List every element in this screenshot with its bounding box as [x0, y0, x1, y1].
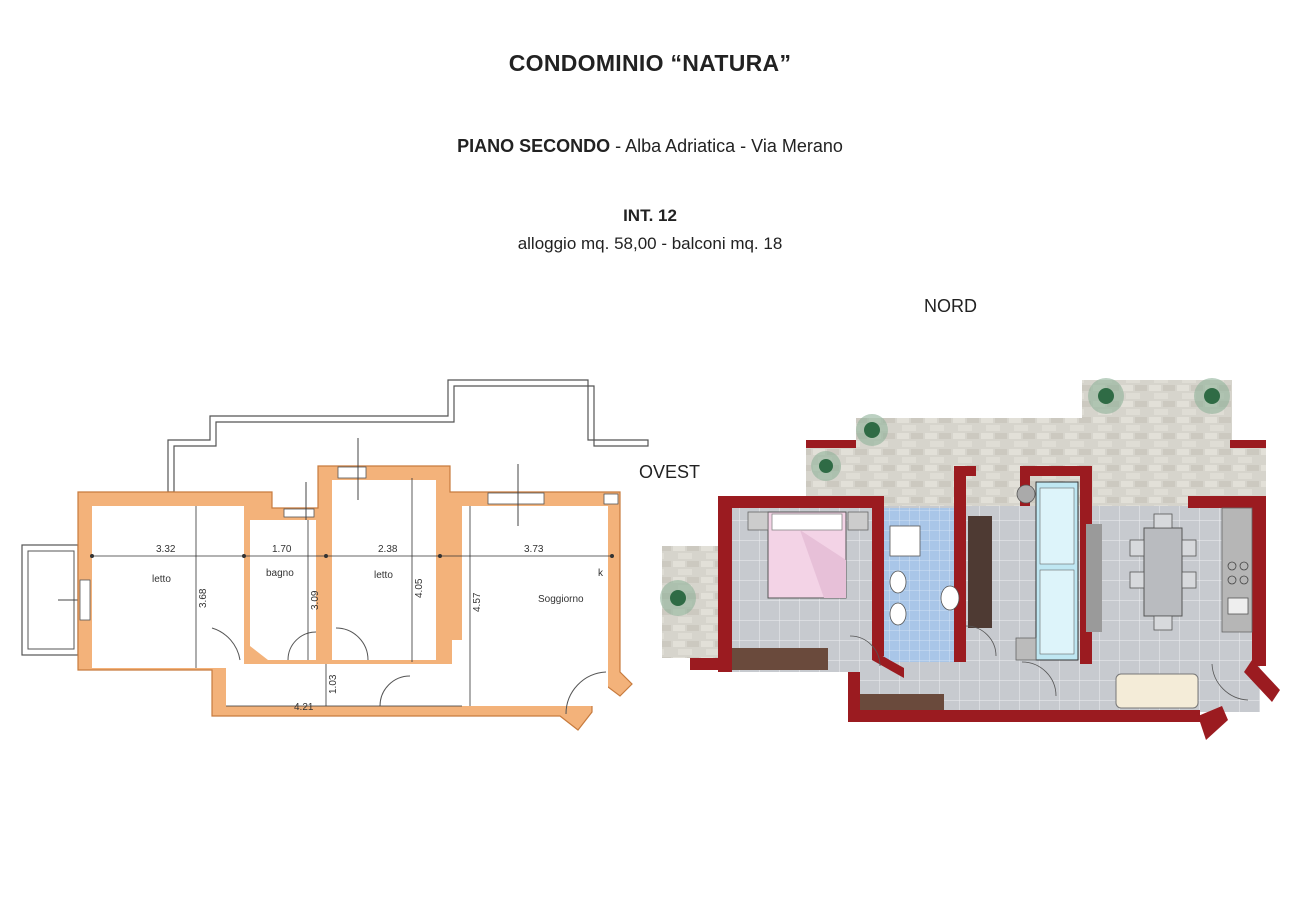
cabinet: [860, 694, 944, 710]
chairs: [1129, 513, 1197, 631]
area-summary: alloggio mq. 58,00 - balconi mq. 18: [517, 234, 783, 253]
window: [337, 466, 367, 479]
dim-w-soggiorno: 3.73: [524, 544, 544, 555]
dim-w-corridor: 4.21: [294, 702, 314, 713]
shower-tray: [889, 525, 921, 557]
room-letto-1: [92, 506, 244, 668]
technical-plan: 3.32 1.70 2.38 3.73 3.68 3.09 4.05 4.57 …: [21, 379, 649, 731]
dim-h-corridor: 1.03: [328, 674, 339, 694]
door-swings: [849, 625, 1249, 701]
dim-h-bagno: 3.09: [310, 590, 321, 610]
rendered-plan: [660, 378, 1280, 740]
nightstand: [747, 511, 769, 531]
bidet: [889, 602, 907, 626]
room-letto-2: [332, 480, 436, 660]
plant-pot: [1016, 484, 1036, 504]
dining-table: [1143, 527, 1183, 617]
room-label-letto-1: letto: [152, 574, 171, 585]
side-table: [1015, 637, 1037, 661]
window: [487, 492, 545, 505]
west-label: OVEST: [639, 462, 701, 482]
room-label-kitchen: k: [598, 568, 604, 579]
pillows: [771, 513, 843, 531]
room-label-soggiorno: Soggiorno: [538, 594, 584, 605]
north-label: NORD: [924, 296, 977, 316]
window: [603, 493, 619, 505]
window: [283, 508, 315, 518]
dimension-lines: [90, 478, 615, 707]
room-bagno: [250, 520, 316, 660]
plant: [856, 414, 888, 446]
dim-w-bagno: 1.70: [272, 544, 292, 555]
window: [79, 579, 91, 621]
location-label: - Alba Adriatica - Via Merano: [610, 136, 843, 156]
plant: [1088, 378, 1124, 414]
room-label-bagno: bagno: [266, 568, 294, 579]
sofa: [1115, 673, 1199, 709]
room-soggiorno: [462, 506, 608, 706]
unit-number: INT. 12: [623, 206, 677, 225]
closet: [968, 516, 992, 628]
floor-label: PIANO SECONDO: [457, 136, 611, 156]
dim-w-letto2: 2.38: [378, 544, 398, 555]
room-label-letto-2: letto: [374, 570, 393, 581]
sofa-bed-cushion: [1039, 487, 1075, 565]
door-swing: [335, 627, 369, 661]
north-terrace: [806, 380, 1266, 506]
kitchen-sink: [1227, 597, 1249, 615]
corridor: [226, 664, 462, 706]
dim-h-letto2: 4.05: [414, 578, 425, 598]
north-balcony-outline: [167, 379, 649, 493]
dim-h-letto1: 3.68: [198, 588, 209, 608]
page-title: CONDOMINIO “NATURA”: [508, 50, 792, 76]
dim-w-letto1: 3.32: [156, 544, 176, 555]
plant: [811, 451, 841, 481]
toilet: [889, 570, 907, 594]
cooktop: [1227, 561, 1249, 585]
floor-location-line: PIANO SECONDO - Alba Adriatica - Via Mer…: [0, 136, 1300, 157]
corridor-link: [452, 640, 476, 706]
plant: [1194, 378, 1230, 414]
plant: [660, 580, 696, 616]
sofa-bed-cushion: [1039, 569, 1075, 655]
door-swing: [379, 675, 411, 707]
dim-h-soggiorno: 4.57: [472, 592, 483, 612]
sink: [940, 585, 960, 611]
bed-fold: [800, 530, 846, 598]
wardrobe: [732, 648, 828, 670]
tv-unit: [1086, 524, 1102, 632]
door-swing: [287, 631, 317, 661]
apartment-floor: [732, 506, 1260, 712]
door-swing: [211, 627, 241, 661]
door-swing: [565, 671, 607, 715]
nightstand: [847, 511, 869, 531]
